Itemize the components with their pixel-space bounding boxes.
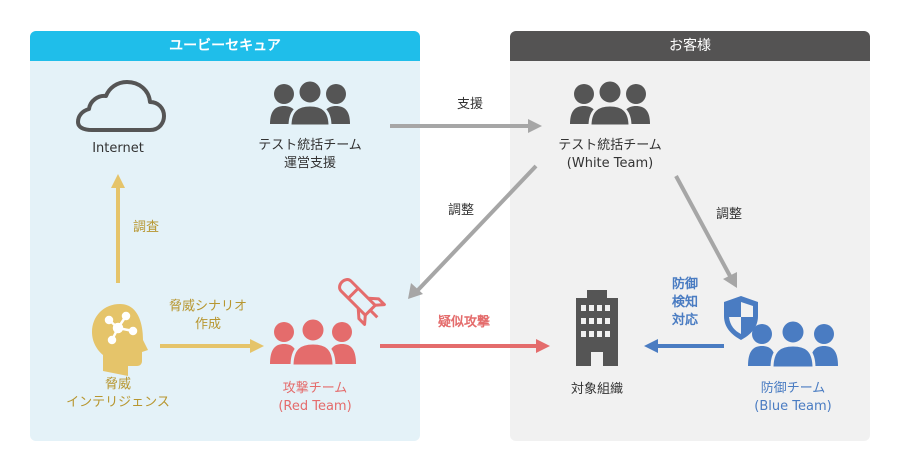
coordinate-left-edge-label: 調整 <box>447 203 474 218</box>
blue-team-line2: (Blue Team) <box>754 399 832 414</box>
cloud-icon <box>76 80 166 132</box>
test-team-support-line1: テスト統括チーム <box>258 138 362 153</box>
support-arrow <box>390 119 542 133</box>
threat-intel-line2: インテリジェンス <box>66 395 170 410</box>
white-team-line2: (White Team) <box>566 156 654 171</box>
head-network-icon <box>92 304 148 376</box>
defense-line2: 検知 <box>671 295 698 310</box>
blue-team-line1: 防御チーム <box>760 381 826 396</box>
scenario-arrow <box>160 339 264 353</box>
coordinate-arrow-blue <box>674 175 737 288</box>
shield-icon <box>724 296 758 340</box>
blue-team-label: 防御チーム (Blue Team) <box>728 380 858 416</box>
test-team-support-line2: 運営支援 <box>283 156 336 171</box>
scenario-line1: 脅威シナリオ <box>168 299 247 314</box>
simulated-attack-arrow <box>380 339 550 353</box>
threat-intel-label: 脅威 インテリジェンス <box>48 376 188 412</box>
defense-line1: 防御 <box>671 277 698 292</box>
red-team-line1: 攻撃チーム <box>282 381 348 396</box>
people-group-icon <box>270 78 350 128</box>
test-team-support-label: テスト統括チーム 運営支援 <box>240 137 380 173</box>
white-team-label: テスト統括チーム (White Team) <box>540 137 680 173</box>
people-group-icon <box>270 316 356 368</box>
research-edge-label: 調査 <box>132 220 159 235</box>
defense-arrow <box>644 339 724 353</box>
people-group-icon <box>570 78 650 128</box>
support-edge-label: 支援 <box>456 97 483 112</box>
simulated-attack-edge-label: 疑似攻撃 <box>437 315 490 330</box>
client-panel-title: お客様 <box>510 31 870 61</box>
red-team-line2: (Red Team) <box>278 399 352 414</box>
ubsecure-panel-title: ユービーセキュア <box>30 31 420 61</box>
research-arrow <box>111 174 125 283</box>
threat-intel-line1: 脅威 <box>104 377 131 392</box>
missile-icon <box>338 278 386 326</box>
people-group-icon <box>748 318 838 370</box>
target-org-label: 対象組織 <box>570 382 623 397</box>
white-team-line1: テスト統括チーム <box>558 138 662 153</box>
scenario-line2: 作成 <box>194 317 221 332</box>
client-panel: お客様 <box>510 31 870 441</box>
scenario-edge-label: 脅威シナリオ 作成 <box>150 298 266 334</box>
defense-edge-label: 防御 検知 対応 <box>660 276 710 330</box>
coordinate-arrow-red <box>408 164 538 299</box>
coordinate-right-edge-label: 調整 <box>715 207 742 222</box>
building-icon <box>576 290 618 366</box>
internet-label: Internet <box>92 141 144 156</box>
defense-line3: 対応 <box>671 313 698 328</box>
red-team-label: 攻撃チーム (Red Team) <box>250 380 380 416</box>
